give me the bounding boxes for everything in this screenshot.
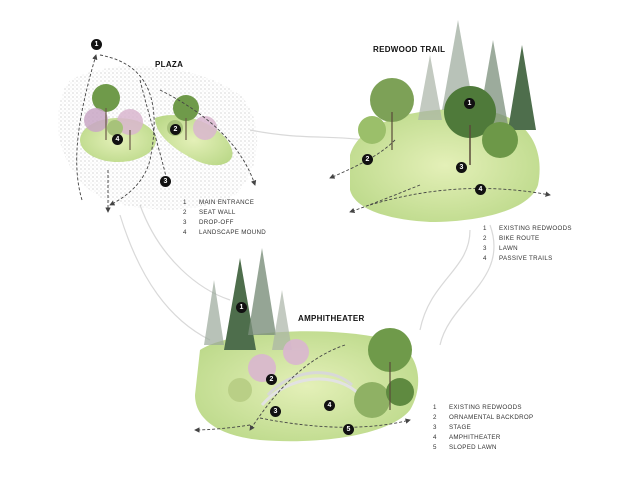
redwood-trail-title: REDWOOD TRAIL — [373, 45, 446, 54]
redwood-trail-illustration — [329, 20, 551, 222]
plaza-marker: 3 — [160, 176, 171, 187]
redwood-trail-marker: 2 — [362, 154, 373, 165]
amphitheater-marker: 4 — [324, 400, 335, 411]
amphitheater-marker: 5 — [343, 424, 354, 435]
amphitheater-illustration — [194, 248, 419, 442]
redwood-trail-marker: 1 — [464, 98, 475, 109]
amphitheater-title: AMPHITHEATER — [298, 314, 365, 323]
amphitheater-marker: 3 — [270, 406, 281, 417]
connector-paths — [119, 129, 495, 346]
amphitheater-marker: 2 — [266, 374, 277, 385]
redwood-trail-marker: 4 — [475, 184, 486, 195]
amphitheater-marker: 1 — [236, 302, 247, 313]
plaza-title: PLAZA — [155, 60, 184, 69]
plaza-marker: 1 — [91, 39, 102, 50]
redwood-trail-marker: 3 — [456, 162, 467, 173]
plaza-marker: 4 — [112, 134, 123, 145]
plaza-illustration — [57, 54, 258, 213]
plaza-marker: 2 — [170, 124, 181, 135]
